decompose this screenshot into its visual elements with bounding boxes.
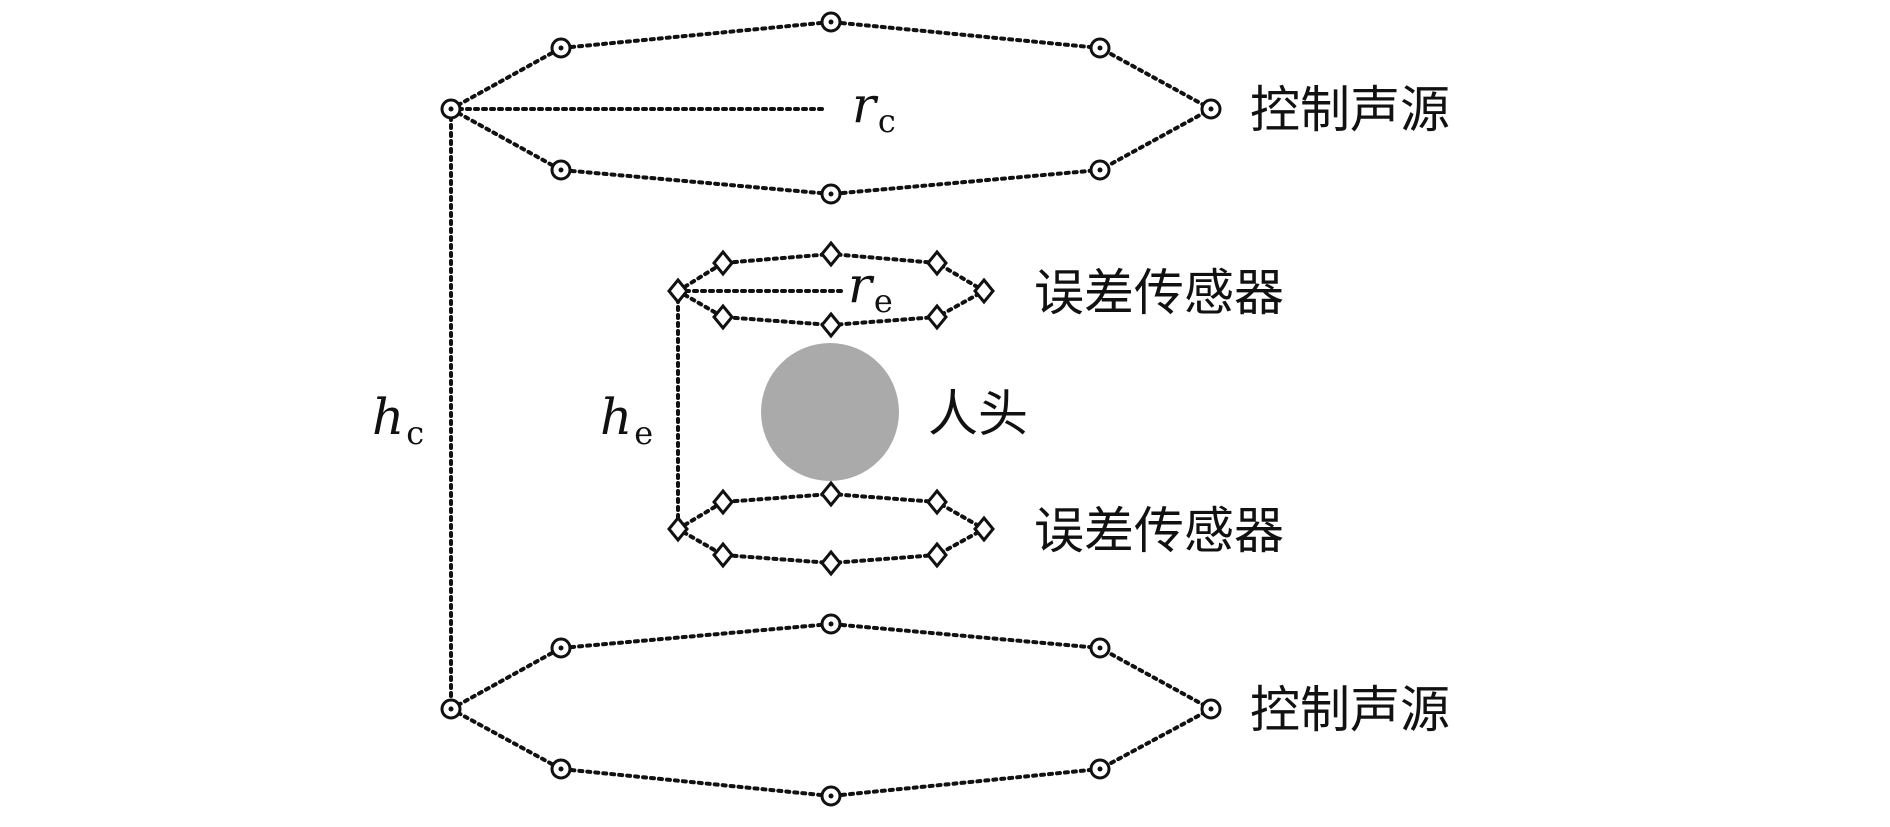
error-sensor-node <box>926 541 948 569</box>
control-source-node-center <box>558 766 564 772</box>
error-sensor-node <box>712 488 734 516</box>
hc-symbol: hc <box>372 388 424 452</box>
error-sensor-node <box>712 303 734 331</box>
re-symbol: re <box>848 256 893 320</box>
error-sensor-bottom-label: 误差传感器 <box>1034 502 1284 560</box>
control-source-node-center <box>828 793 834 799</box>
error-sensor-node <box>667 277 689 305</box>
control-source-node-center <box>448 106 454 112</box>
error-sensor-node <box>667 515 689 543</box>
error-sensor-node <box>820 311 842 339</box>
nodes <box>440 11 1222 807</box>
control-source-node-center <box>828 191 834 197</box>
control-source-bottom-label: 控制声源 <box>1250 681 1450 739</box>
control-source-node-center <box>1097 167 1103 173</box>
control-source-node-center <box>1208 706 1214 712</box>
control-source-top-label: 控制声源 <box>1250 81 1450 139</box>
error-sensor-node <box>973 277 995 305</box>
error-sensor-node <box>926 488 948 516</box>
control-source-node-center <box>1208 106 1214 112</box>
head-circle <box>761 343 899 481</box>
error-sensor-node <box>820 240 842 268</box>
error-sensor-top-label: 误差传感器 <box>1034 264 1284 322</box>
error-sensor-node <box>926 249 948 277</box>
control-source-node-center <box>1097 766 1103 772</box>
control-source-node-center <box>448 706 454 712</box>
control-source-node-center <box>558 167 564 173</box>
control-source-node-center <box>1097 45 1103 51</box>
error-sensor-node <box>820 549 842 577</box>
error-sensor-node <box>820 480 842 508</box>
he-symbol: he <box>600 388 653 452</box>
error-sensor-node <box>973 515 995 543</box>
error-sensor-node <box>712 249 734 277</box>
control-source-node-center <box>828 621 834 627</box>
control-source-node-center <box>1097 645 1103 651</box>
control-source-node-center <box>558 645 564 651</box>
control-source-node-center <box>558 45 564 51</box>
control-source-node-center <box>828 19 834 25</box>
error-sensor-node <box>926 303 948 331</box>
rc-symbol: rc <box>852 76 896 140</box>
error-sensor-node <box>712 541 734 569</box>
head-label: 人头 <box>928 385 1028 443</box>
